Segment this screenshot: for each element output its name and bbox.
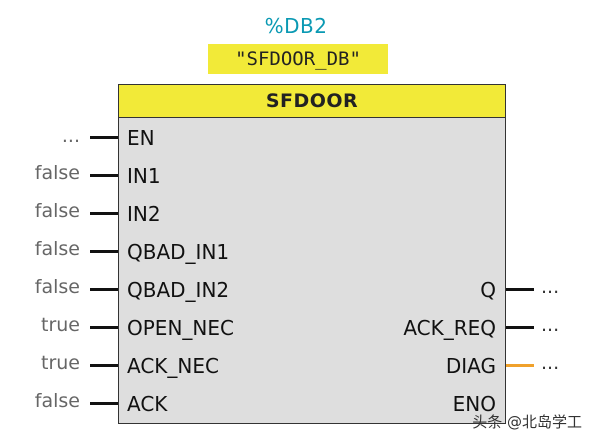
output-eno-label: ENO: [452, 392, 496, 416]
function-block[interactable]: SFDOOR: [118, 84, 506, 424]
output-diag-label: DIAG: [445, 354, 496, 378]
output-diag-wire: [506, 364, 534, 367]
input-qbad-in1-wire: [90, 250, 118, 253]
output-q-label: Q: [480, 278, 496, 302]
input-ack-nec-wire: [90, 364, 118, 367]
watermark: 头条 @北岛学工: [472, 413, 582, 431]
input-in2-wire: [90, 212, 118, 215]
input-ack-nec-value[interactable]: true: [41, 352, 80, 374]
block-title: SFDOOR: [119, 85, 505, 118]
input-in1-wire: [90, 174, 118, 177]
input-open-nec-wire: [90, 326, 118, 329]
input-in2-value[interactable]: false: [34, 200, 80, 222]
input-ack-value[interactable]: false: [34, 390, 80, 412]
input-in1-label: IN1: [127, 164, 161, 188]
input-ack-wire: [90, 402, 118, 405]
input-open-nec-value[interactable]: true: [41, 314, 80, 336]
output-ack-req-wire: [506, 326, 534, 329]
input-qbad-in2-label: QBAD_IN2: [127, 278, 230, 302]
output-q-value[interactable]: ...: [541, 276, 560, 298]
input-qbad-in1-label: QBAD_IN1: [127, 240, 230, 264]
input-open-nec-label: OPEN_NEC: [127, 316, 234, 340]
input-in1-value[interactable]: false: [34, 162, 80, 184]
input-en-wire: [90, 136, 118, 139]
output-q-wire: [506, 288, 534, 291]
input-en-value[interactable]: ...: [61, 125, 80, 147]
input-qbad-in1-value[interactable]: false: [34, 238, 80, 260]
input-ack-label: ACK: [127, 392, 168, 416]
output-ack-req-label: ACK_REQ: [403, 316, 496, 340]
db-name-label[interactable]: "SFDOOR_DB": [208, 44, 388, 74]
output-ack-req-value[interactable]: ...: [541, 314, 560, 336]
input-qbad-in2-value[interactable]: false: [34, 276, 80, 298]
input-qbad-in2-wire: [90, 288, 118, 291]
input-en-label: EN: [127, 126, 155, 150]
input-in2-label: IN2: [127, 202, 161, 226]
output-diag-value[interactable]: ...: [541, 352, 560, 374]
db-number: %DB2: [264, 14, 328, 38]
input-ack-nec-label: ACK_NEC: [127, 354, 219, 378]
